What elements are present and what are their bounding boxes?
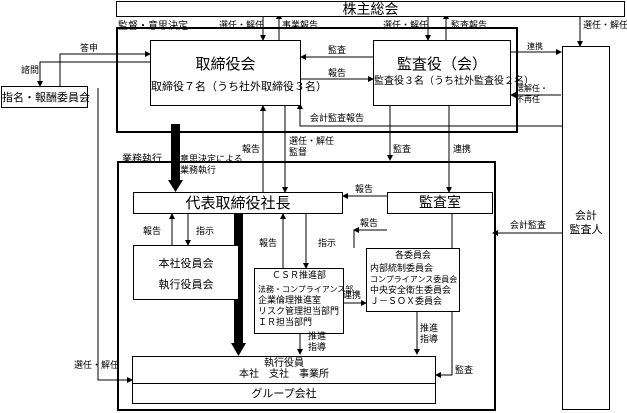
label-decision-based-2: 業務執行 <box>180 166 217 176</box>
label-audit-exec-officers: 監査 <box>455 366 474 376</box>
officers-exec-label: 執行役員会 <box>158 278 214 291</box>
csr-item-2: 企業倫理推進室 <box>258 296 322 306</box>
board-detail: 取締役７名（うち社外取締役３名） <box>151 80 327 93</box>
committees-item-4: Ｊ－ＳＯＸ委員会 <box>370 297 443 307</box>
audit-office-box: 監査室 <box>387 192 493 214</box>
thick-arrow-president-head <box>231 343 246 356</box>
label-audit-exec: 監査 <box>393 145 412 155</box>
accounting-auditor-box: 会計 監査人 <box>562 46 610 410</box>
officers-company-label: 本社役員会 <box>158 257 214 270</box>
auditors-box: 監査役（会） 監査役３名（うち社外監査役２名） <box>373 40 534 106</box>
label-elect-supervise-2: 監督 <box>289 148 308 158</box>
president-label: 代表取締役社長 <box>185 194 291 212</box>
label-acct-audit-report: 会計監査報告 <box>310 114 365 124</box>
exec-officers-sub: 本社 支社 事業所 <box>239 369 329 380</box>
committees-item-1: 内部統制委員会 <box>370 264 434 274</box>
arrow-consult <box>37 61 150 87</box>
label-elect-auditors: 選任・解任 <box>383 21 429 31</box>
committee-box: 指名・報酬委員会 <box>1 86 90 108</box>
officers-group-box: 本社役員会 執行役員会 <box>133 245 239 300</box>
auditors-detail: 監査役３名（うち社外監査役２名） <box>374 76 534 87</box>
execution-frame <box>117 161 496 411</box>
label-business-exec: 業務執行 <box>122 154 162 165</box>
committees-box: 各委員会 内部統制委員会 コンプライアンス委員会 中央安全衛生委員会 Ｊ－ＳＯＸ… <box>366 248 460 312</box>
label-elect-supervise-1: 選任・解任 <box>289 137 335 147</box>
committees-item-2: コンプライアンス委員会 <box>370 275 458 284</box>
accounting-auditor-line2: 監査人 <box>569 223 603 236</box>
csr-item-1: 法務・コンプライアンス部 <box>258 285 354 294</box>
label-business-report: 事業報告 <box>282 21 319 31</box>
label-elect-acct: 選任・解任 <box>583 21 627 31</box>
label-report-csr: 報告 <box>259 239 278 249</box>
label-liaison-office: 連携 <box>453 145 472 155</box>
label-disagree-2: 不再任 <box>516 95 540 104</box>
label-supervise-decide: 監督・意思決定 <box>118 21 188 32</box>
label-instruct-csr: 指示 <box>318 239 337 249</box>
shareholders-label: 株主総会 <box>342 2 399 18</box>
committees-title: 各委員会 <box>394 251 431 261</box>
label-liaison-acct: 連携 <box>527 42 543 51</box>
label-promote-committees-2: 指導 <box>420 335 439 345</box>
label-decision-based-1: 意思決定による <box>180 155 243 165</box>
arrow-acct-audit-report <box>297 103 562 127</box>
label-promote-csr-1: 推進 <box>308 332 327 342</box>
csr-item-4: ＩＲ担当部門 <box>258 318 313 328</box>
label-disagree-1: 選解任・ <box>516 84 548 93</box>
board-title: 取締役会 <box>195 55 256 73</box>
governance-frame <box>116 27 518 133</box>
csr-item-3: リスク管理担当部門 <box>258 307 340 317</box>
label-liaison-committees: 連携 <box>343 291 362 301</box>
shareholders-box: 株主総会 <box>116 1 625 17</box>
auditors-title: 監査役（会） <box>396 55 487 73</box>
label-report-auditors: 報告 <box>328 69 347 79</box>
csr-box: ＣＳＲ推進部 法務・コンプライアンス部 企業倫理推進室 リスク管理担当部門 ＩＲ… <box>254 268 353 334</box>
csr-title: ＣＳＲ推進部 <box>271 271 326 281</box>
exec-officers-divider <box>133 383 435 384</box>
label-report-committees: 報告 <box>360 219 379 229</box>
label-elect-board: 選任・解任 <box>219 21 265 31</box>
committee-label: 指名・報酬委員会 <box>2 91 90 104</box>
label-elect-exec: 選任・解任 <box>74 361 120 371</box>
group-label: グループ会社 <box>251 387 317 400</box>
thick-arrow-board-shaft <box>171 124 180 182</box>
board-box: 取締役会 取締役７名（うち社外取締役３名） <box>150 40 327 106</box>
label-consult: 諮問 <box>21 66 40 76</box>
exec-officers-title: 執行役員 <box>264 358 304 369</box>
accounting-auditor-line1: 会計 <box>575 209 597 222</box>
label-instruct-officers: 指示 <box>196 227 215 237</box>
thick-arrow-board-head <box>168 180 183 192</box>
label-report-officers: 報告 <box>143 227 162 237</box>
exec-officers-box: 執行役員 本社 支社 事業所 グループ会社 <box>132 356 436 404</box>
label-audit-report: 監査報告 <box>451 21 488 31</box>
president-box: 代表取締役社長 <box>133 192 343 214</box>
audit-office-label: 監査室 <box>419 195 461 211</box>
label-report-board: 報告 <box>242 145 261 155</box>
label-report-president: 報告 <box>355 185 374 195</box>
label-acct-audit: 会計監査 <box>510 221 547 231</box>
label-reply: 答申 <box>80 44 99 54</box>
label-promote-csr-2: 指導 <box>308 343 327 353</box>
arrow-elect-exec <box>97 88 133 383</box>
arrow-reply <box>59 51 151 86</box>
label-promote-committees-1: 推進 <box>420 324 439 334</box>
committees-item-3: 中央安全衛生委員会 <box>370 286 452 296</box>
label-audit-board: 監査 <box>328 46 347 56</box>
